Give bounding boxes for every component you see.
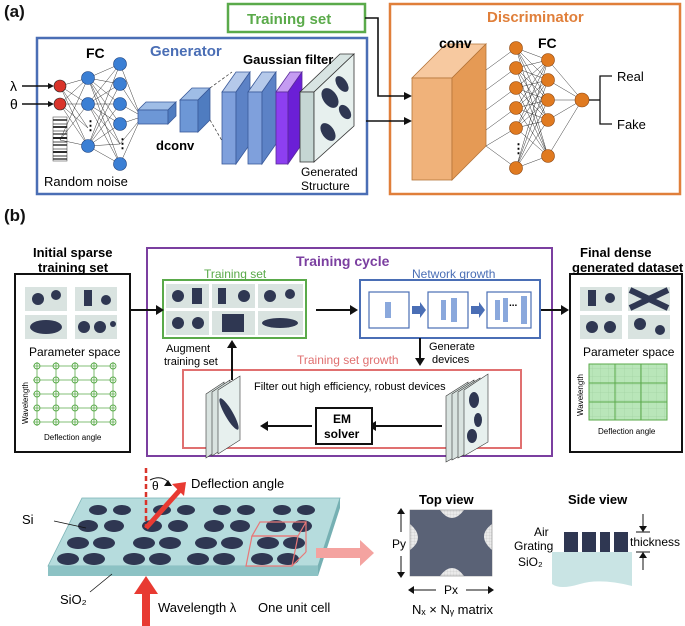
training-set-growth-subbox	[182, 369, 522, 449]
fc2-label: FC	[538, 35, 557, 51]
fc-label: FC	[86, 45, 105, 61]
thickness-label: thickness	[630, 535, 680, 549]
augment-label-1: Augment	[166, 343, 210, 355]
training-cycle-box	[146, 247, 553, 457]
augment-label-2: training set	[164, 356, 218, 368]
gaussian-filter-label: Gaussian filter	[243, 52, 333, 67]
unit-cell-highlight	[245, 521, 308, 567]
conv-cube	[411, 43, 487, 181]
final-set-box	[569, 273, 683, 453]
training-cycle-diagram: Initial sparse training set Final dense …	[14, 245, 684, 463]
final-wavelength-label: Wavelength	[576, 374, 585, 416]
unit-cell-pointer	[316, 540, 374, 566]
disc-dots: ⋮	[512, 141, 525, 156]
training-subbox-tiles	[166, 284, 303, 335]
em-solver-box	[315, 407, 373, 445]
py-label: Py	[392, 537, 406, 551]
deflected-beam-arrow	[172, 482, 186, 496]
final-title-1: Final dense	[580, 245, 652, 260]
side-view-grating	[564, 532, 628, 552]
dconv-blocks	[137, 87, 211, 133]
sio2-side-label: SiO₂	[518, 555, 543, 569]
final-tiles	[580, 287, 670, 339]
conv-label: conv	[439, 35, 472, 51]
metagrating-diagram: Si SiO₂ θ Deflection angle Wavelength λ …	[22, 468, 680, 626]
filter-label: Filter out high efficiency, robust devic…	[254, 381, 446, 393]
sio2-label: SiO₂	[60, 592, 87, 607]
training-set-sublabel: Training set	[204, 267, 267, 281]
panel-b-label: (b)	[4, 206, 26, 225]
matrix-label: Nₓ × Nᵧ matrix	[412, 602, 494, 617]
initial-title-2: training set	[38, 260, 109, 275]
side-view-substrate	[552, 552, 632, 587]
generator-box	[35, 36, 369, 196]
lambda-label: λ	[10, 78, 17, 94]
theta-label: θ	[10, 96, 18, 112]
fc-layer-2	[113, 57, 127, 171]
initial-set-box	[14, 273, 131, 453]
dconv-label: dconv	[156, 138, 195, 153]
generated-device-stack	[445, 373, 489, 463]
generator-label: Generator	[150, 43, 222, 60]
initial-wavelength-label: Wavelength	[21, 382, 30, 424]
fc2-dots: ⋮	[116, 136, 129, 151]
unit-cell-label: One unit cell	[258, 600, 330, 615]
training-set-label: Training set	[247, 11, 331, 28]
generate-label-1: Generate	[429, 341, 475, 353]
generated-structure-slab	[298, 53, 356, 163]
generated-label-2: Structure	[301, 179, 350, 193]
random-noise-barcode	[52, 116, 68, 162]
wavelength-label: Wavelength λ	[158, 600, 237, 615]
discriminator-label: Discriminator	[487, 9, 584, 26]
fc1-dots: ⋮	[84, 118, 97, 133]
final-title-2: generated dataset	[572, 260, 684, 275]
em-label-2: solver	[324, 427, 360, 441]
top-view-pattern	[410, 510, 492, 576]
theta-label: θ	[152, 479, 159, 493]
initial-param-grid	[33, 362, 115, 426]
generated-label-1: Generated	[301, 165, 358, 179]
px-label: Px	[444, 583, 458, 597]
final-deflection-label: Deflection angle	[598, 427, 656, 436]
network-growth-ellipsis: ...	[509, 298, 518, 309]
side-view-label: Side view	[568, 492, 628, 507]
training-set-growth-label: Training set growth	[297, 353, 399, 367]
lambda-neuron	[53, 79, 67, 93]
training-set-subbox	[162, 279, 307, 339]
top-view-label: Top view	[419, 492, 475, 507]
deflection-angle-label: Deflection angle	[191, 476, 284, 491]
theta-neuron	[53, 97, 67, 111]
em-label-1: EM	[333, 412, 351, 426]
substrate-slab	[47, 497, 341, 576]
fc-layer-1	[81, 71, 95, 153]
discriminator-box	[388, 2, 682, 196]
gan-diagram: Training set Discriminator Generator FC …	[10, 2, 682, 196]
random-noise-label: Random noise	[44, 174, 128, 189]
panel-a-label: (a)	[4, 2, 25, 21]
incident-beam-arrow	[134, 576, 158, 594]
initial-deflection-label: Deflection angle	[44, 433, 102, 442]
grating-label: Grating	[514, 539, 553, 553]
initial-param-label: Parameter space	[29, 345, 121, 359]
training-cycle-label: Training cycle	[296, 253, 390, 269]
filtered-device-stack	[205, 375, 241, 459]
initial-tiles	[25, 287, 117, 339]
silicon-pillars	[57, 505, 315, 565]
si-label: Si	[22, 512, 34, 527]
initial-title-1: Initial sparse	[33, 245, 112, 260]
real-label: Real	[617, 69, 644, 84]
filter-slabs	[221, 70, 303, 166]
final-param-label: Parameter space	[583, 345, 675, 359]
generate-label-2: devices	[432, 354, 470, 366]
network-growth-label: Network growth	[412, 267, 495, 281]
fake-label: Fake	[617, 117, 646, 132]
air-label: Air	[534, 525, 549, 539]
network-growth-subbox	[359, 279, 541, 339]
